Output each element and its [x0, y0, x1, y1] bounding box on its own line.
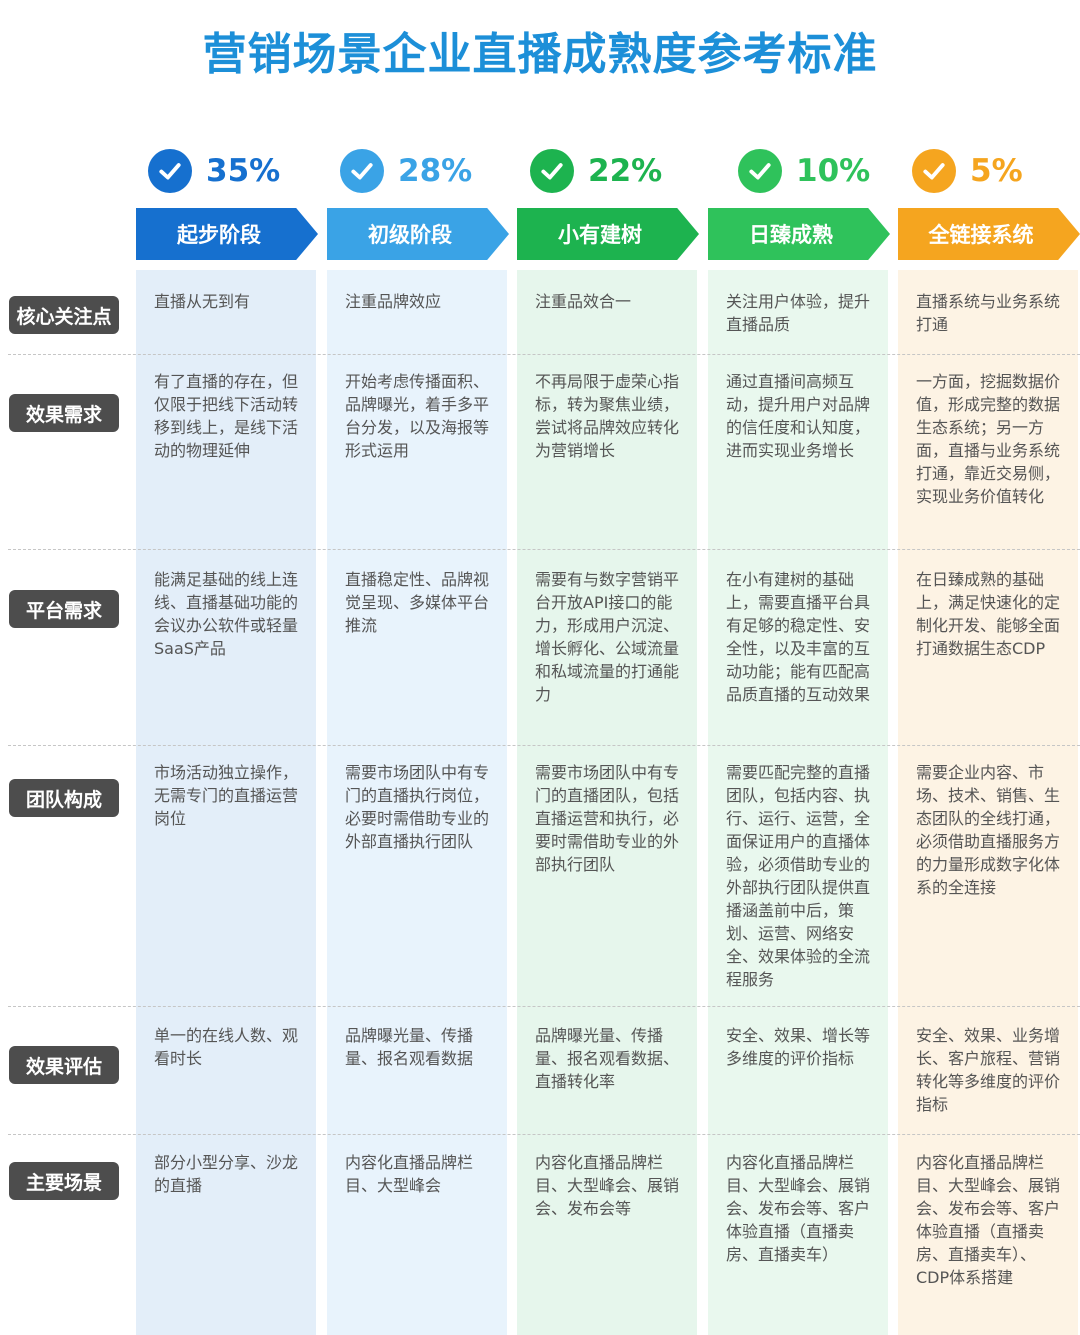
table-cell: 安全、效果、增长等多维度的评价指标: [726, 1026, 871, 1068]
table-cell: 有了直播的存在，但仅限于把线下活动转移到线上，是线下活动的物理延伸: [154, 372, 299, 460]
table-cell: 内容化直播品牌栏目、大型峰会、展销会、发布会等、客户体验直播（直播卖房、直播卖车…: [916, 1153, 1061, 1287]
table-cell: 注重品牌效应: [345, 292, 442, 311]
table-cell: 安全、效果、业务增长、客户旅程、营销转化等多维度的评价指标: [916, 1026, 1061, 1114]
column-background: [136, 270, 316, 1335]
stage-name: 日臻成熟: [749, 223, 833, 247]
stage-percent-header: 28%: [340, 146, 472, 196]
table-cell: 一方面，挖掘数据价值，形成完整的数据生态系统；另一方面，直播与业务系统打通，靠近…: [916, 372, 1061, 506]
table-cell: 开始考虑传播面积、品牌曝光，着手多平台分发，以及海报等形式运用: [345, 372, 490, 460]
table-cell: 单一的在线人数、观看时长: [154, 1026, 299, 1068]
stage-percent-header: 10%: [738, 146, 870, 196]
column-background: [517, 270, 697, 1335]
check-circle-icon: [340, 149, 384, 193]
stage-name: 小有建树: [558, 223, 642, 247]
page-title: 营销场景企业直播成熟度参考标准: [202, 29, 878, 80]
row-label: 效果评估: [9, 1046, 119, 1084]
check-circle-icon: [912, 149, 956, 193]
stage-percent: 35%: [206, 153, 281, 189]
table-cell: 需要匹配完整的直播团队，包括内容、执行、运行、运营，全面保证用户的直播体验，必须…: [726, 763, 871, 989]
row-divider: [8, 1006, 1080, 1007]
stage-name: 初级阶段: [368, 223, 452, 247]
table-cell: 内容化直播品牌栏目、大型峰会、展销会、发布会等: [535, 1153, 680, 1218]
row-label: 核心关注点: [9, 296, 119, 334]
check-circle-icon: [738, 149, 782, 193]
table-cell: 内容化直播品牌栏目、大型峰会、展销会、发布会等、客户体验直播（直播卖房、直播卖车…: [726, 1153, 871, 1264]
table-cell: 通过直播间高频互动，提升用户对品牌的信任度和认知度，进而实现业务增长: [726, 372, 871, 460]
stage-percent-header: 35%: [148, 146, 280, 196]
stage-percent: 10%: [796, 153, 871, 189]
row-label: 团队构成: [9, 779, 119, 817]
stage-percent: 22%: [588, 153, 663, 189]
table-cell: 部分小型分享、沙龙的直播: [154, 1153, 299, 1195]
stage-name: 起步阶段: [177, 223, 261, 247]
stage-percent: 5%: [970, 153, 1023, 189]
check-circle-icon: [148, 149, 192, 193]
column-background: [898, 270, 1078, 1335]
row-label: 平台需求: [9, 590, 119, 628]
table-cell: 品牌曝光量、传播量、报名观看数据: [345, 1026, 474, 1068]
table-cell: 需要市场团队中有专门的直播团队，包括直播运营和执行，必要时需借助专业的外部执行团…: [535, 763, 680, 874]
check-circle-icon: [530, 149, 574, 193]
table-cell: 需要有与数字营销平台开放API接口的能力，形成用户沉淀、增长孵化、公域流量和私域…: [535, 570, 680, 704]
table-cell: 市场活动独立操作，无需专门的直播运营岗位: [154, 763, 299, 828]
row-divider: [8, 549, 1080, 550]
table-cell: 需要企业内容、市场、技术、销售、生态团队的全线打通，必须借助直播服务方的力量形成…: [916, 763, 1061, 897]
stage-name: 全链接系统: [928, 223, 1034, 247]
table-cell: 在小有建树的基础上，需要直播平台具有足够的稳定性、安全性，以及丰富的互动功能；能…: [726, 570, 871, 704]
stage-arrow: 日臻成熟: [708, 208, 890, 260]
table-cell: 品牌曝光量、传播量、报名观看数据、直播转化率: [535, 1026, 680, 1091]
stage-arrow: 小有建树: [517, 208, 699, 260]
table-cell: 在日臻成熟的基础上，满足快速化的定制化开发、能够全面打通数据生态CDP: [916, 570, 1061, 658]
table-cell: 直播系统与业务系统打通: [916, 292, 1061, 334]
table-cell: 内容化直播品牌栏目、大型峰会: [345, 1153, 474, 1195]
table-cell: 需要市场团队中有专门的直播执行岗位，必要时需借助专业的外部直播执行团队: [345, 763, 490, 851]
row-divider: [8, 354, 1080, 355]
row-label: 效果需求: [9, 394, 119, 432]
stage-arrow: 起步阶段: [136, 208, 318, 260]
table-cell: 能满足基础的线上连线、直播基础功能的会议办公软件或轻量SaaS产品: [154, 570, 299, 658]
stage-arrow: 初级阶段: [327, 208, 509, 260]
stage-arrow: 全链接系统: [898, 208, 1080, 260]
table-cell: 直播从无到有: [154, 292, 251, 311]
column-background: [327, 270, 507, 1335]
table-cell: 注重品效合一: [535, 292, 632, 311]
stage-percent: 28%: [398, 153, 473, 189]
row-divider: [8, 745, 1080, 746]
table-cell: 关注用户体验，提升直播品质: [726, 292, 871, 334]
stage-percent-header: 5%: [912, 146, 1023, 196]
stage-percent-header: 22%: [530, 146, 662, 196]
row-divider: [8, 1134, 1080, 1135]
table-cell: 直播稳定性、品牌视觉呈现、多媒体平台推流: [345, 570, 490, 635]
row-label: 主要场景: [9, 1162, 119, 1200]
column-background: [708, 270, 888, 1335]
table-cell: 不再局限于虚荣心指标，转为聚焦业绩，尝试将品牌效应转化为营销增长: [535, 372, 680, 460]
